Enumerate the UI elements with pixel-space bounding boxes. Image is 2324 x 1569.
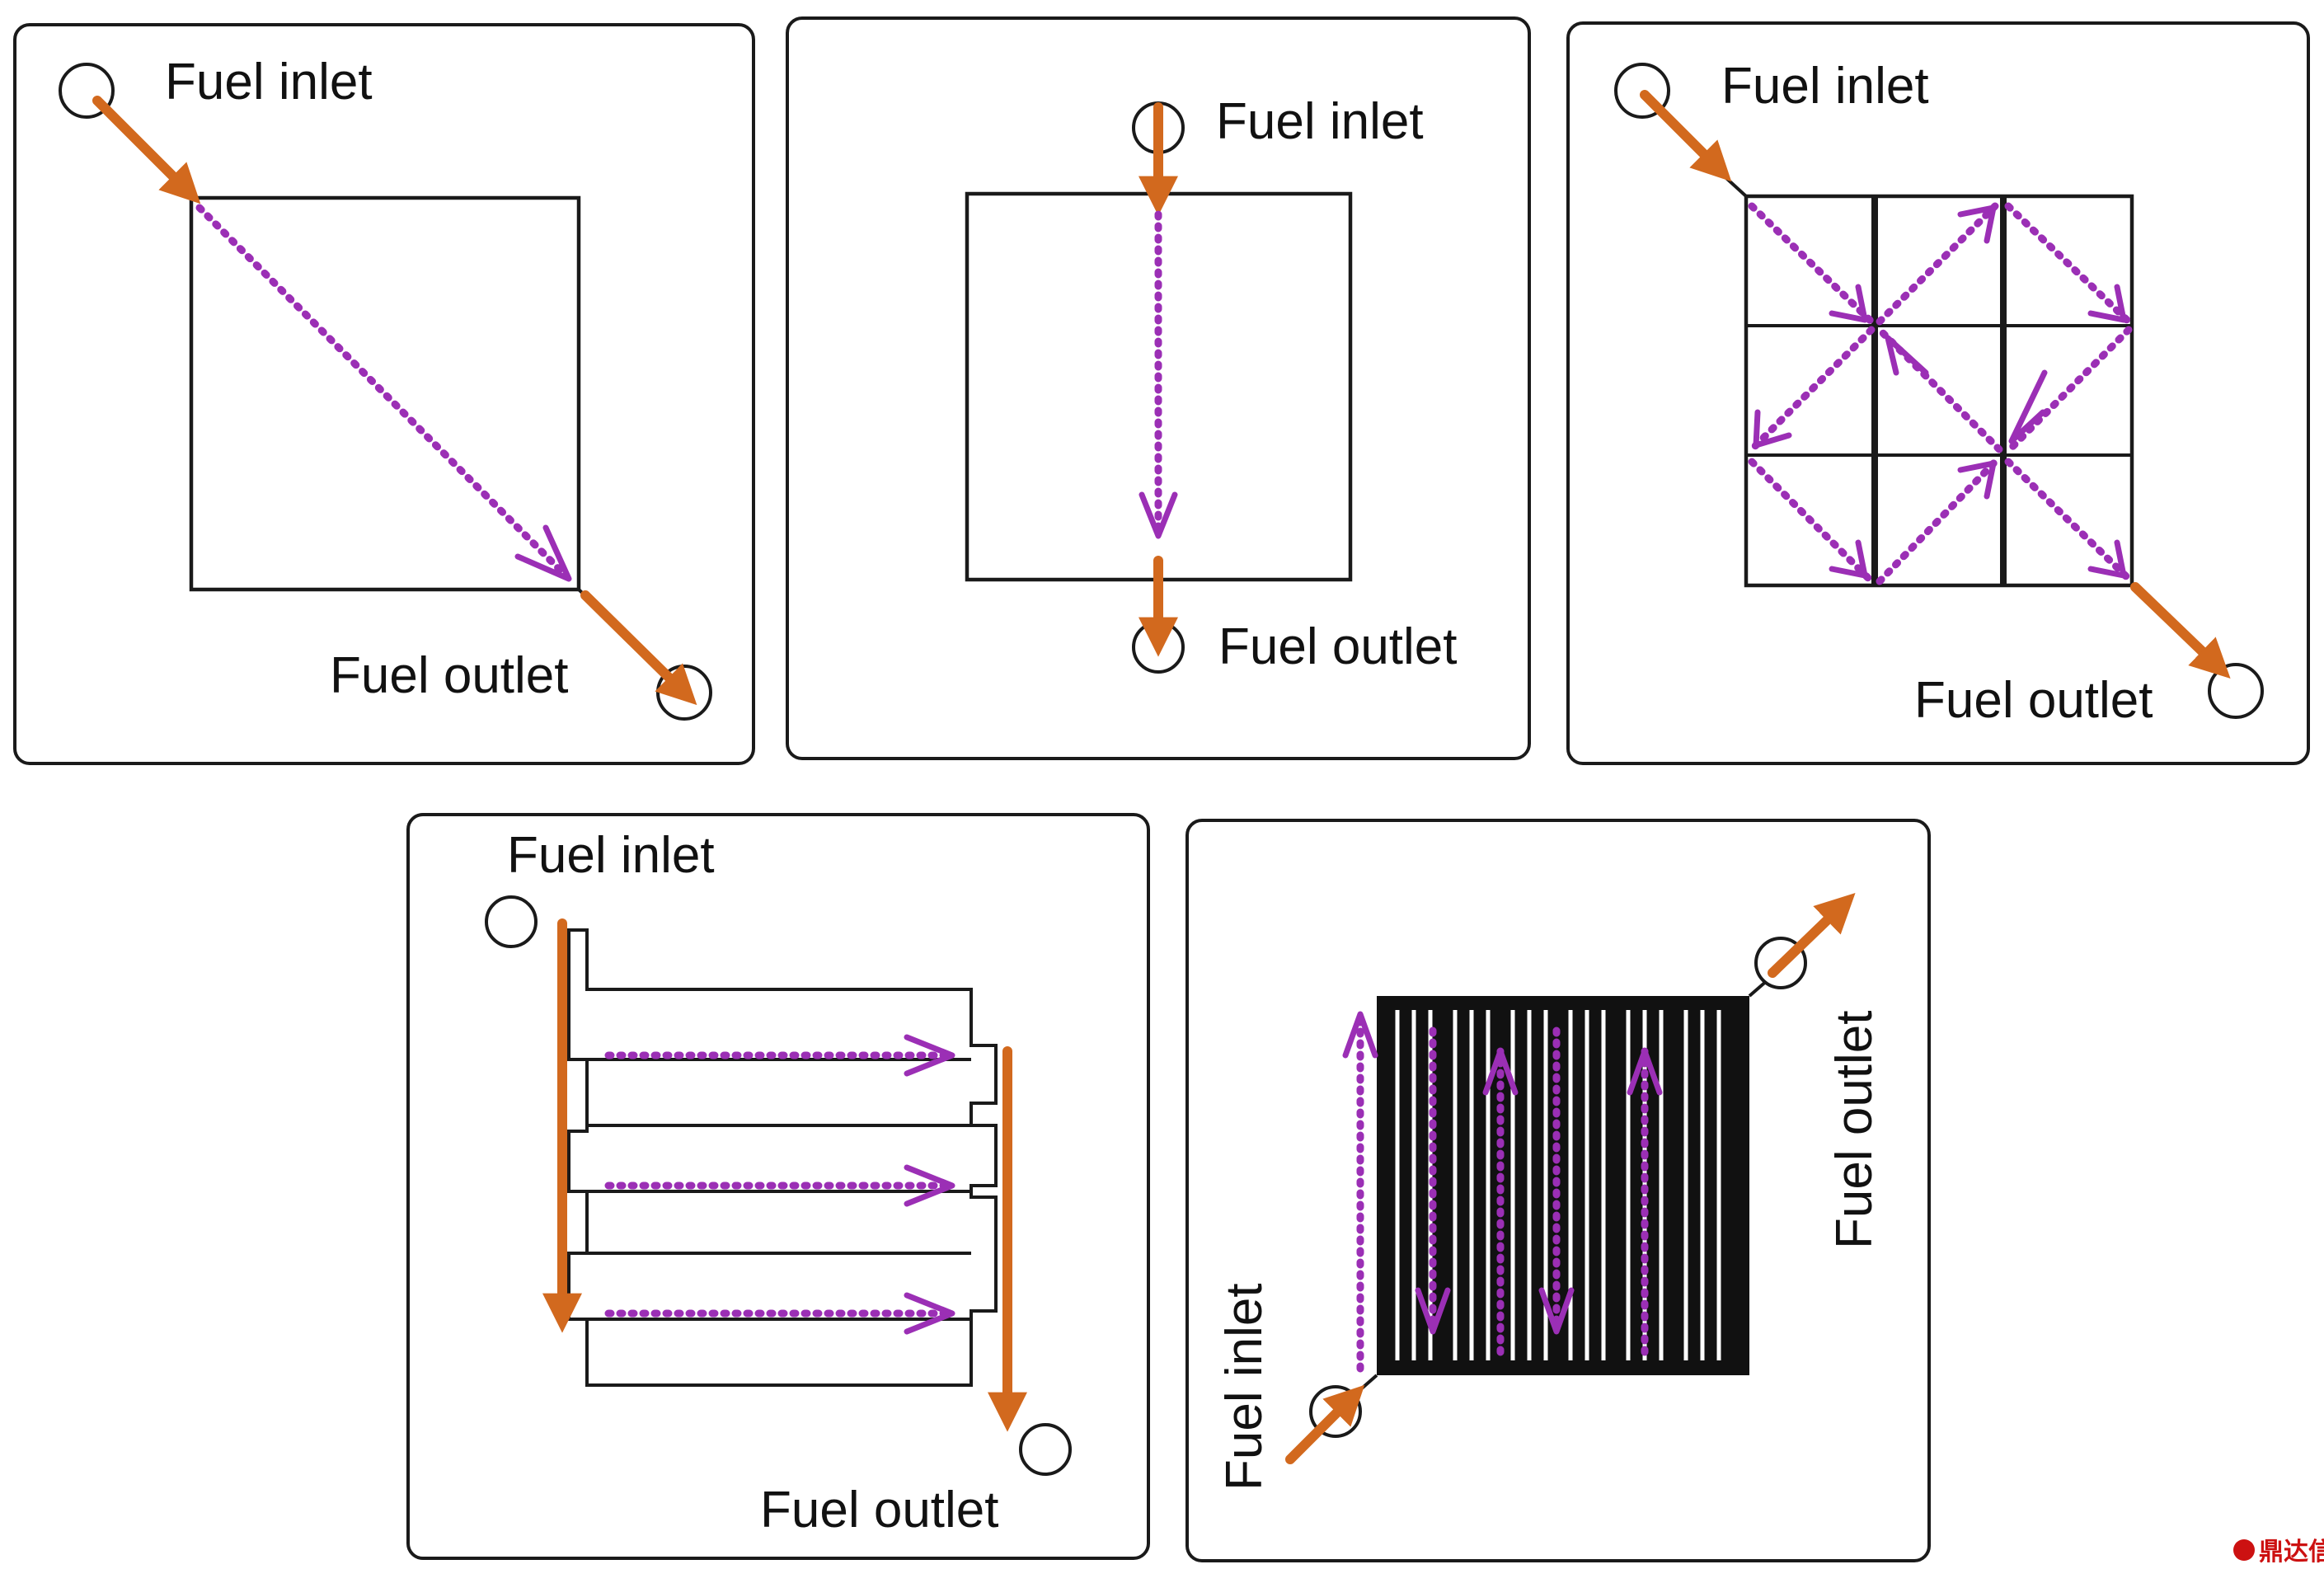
outlet-label: Fuel outlet bbox=[330, 647, 569, 704]
inlet-arrow bbox=[1640, 90, 1732, 182]
inlet-label: Fuel inlet bbox=[1216, 1283, 1273, 1491]
outlet-port bbox=[1019, 1423, 1072, 1476]
flow-direction-chevron bbox=[514, 524, 572, 582]
flow-direction-chevron bbox=[1139, 491, 1178, 539]
flow-path bbox=[1748, 202, 2133, 585]
outlet-label: Fuel outlet bbox=[760, 1482, 999, 1538]
flow-path bbox=[195, 204, 565, 575]
outlet-label: Fuel outlet bbox=[1914, 672, 2153, 729]
outlet-arrow bbox=[580, 590, 697, 706]
inlet-arrow bbox=[1285, 1384, 1365, 1464]
inlet-arrow bbox=[92, 96, 201, 204]
panel-interdigitated: Fuel inlet Fuel outlet bbox=[1185, 819, 1931, 1562]
inlet-label: Fuel inlet bbox=[1721, 58, 1929, 115]
watermark-text: 鼎达信 bbox=[2259, 1538, 2324, 1567]
inlet-label: Fuel inlet bbox=[165, 54, 373, 110]
outlet-arrow bbox=[1768, 893, 1856, 978]
inlet-port bbox=[485, 895, 538, 948]
outlet-label: Fuel outlet bbox=[1218, 618, 1458, 675]
outlet-port bbox=[2208, 663, 2264, 719]
panel-straight: Fuel inlet Fuel outlet bbox=[786, 16, 1531, 760]
panel-grid: Fuel inlet Fuel outlet bbox=[1566, 21, 2310, 765]
inlet-label: Fuel inlet bbox=[1216, 93, 1424, 150]
flow-path bbox=[1342, 1010, 1663, 1373]
panel-diagonal: Fuel inlet Fuel outlet bbox=[13, 23, 755, 765]
watermark: 鼎达信 bbox=[2233, 1538, 2324, 1567]
outlet-arrow bbox=[2130, 582, 2231, 679]
flow-chamber bbox=[567, 928, 998, 1387]
flow-path bbox=[604, 1034, 955, 1335]
inlet-label: Fuel inlet bbox=[507, 827, 715, 884]
outlet-label: Fuel outlet bbox=[1826, 1010, 1883, 1249]
panel-parallel: Fuel inlet Fuel outlet bbox=[406, 813, 1150, 1560]
